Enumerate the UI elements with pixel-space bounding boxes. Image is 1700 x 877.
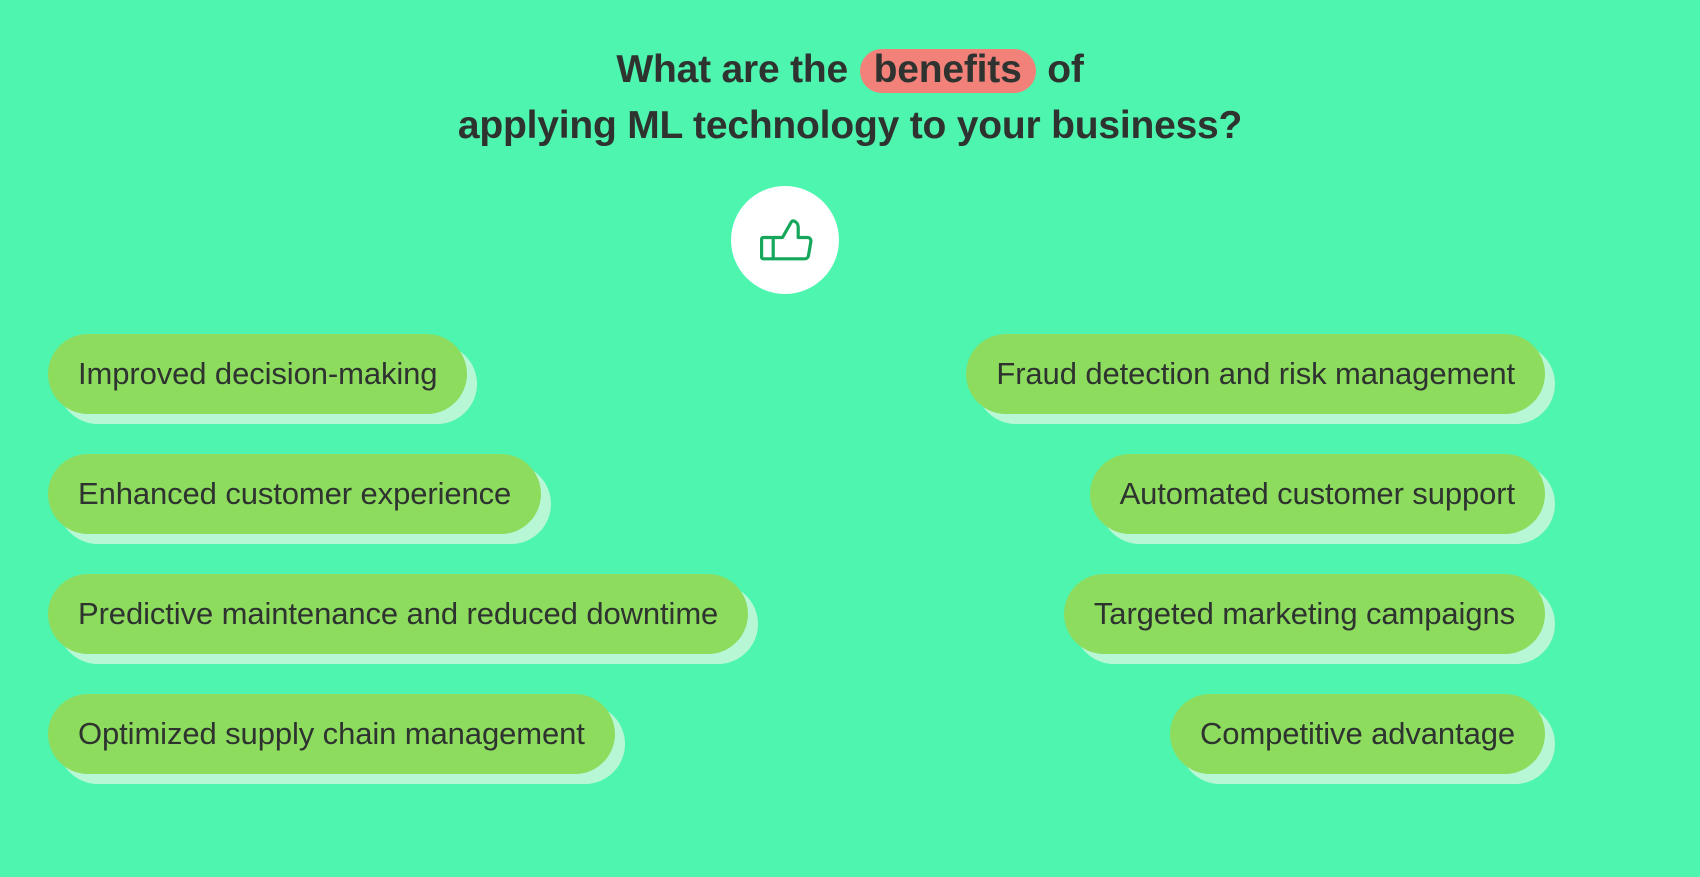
benefit-pill-wrap: Fraud detection and risk management (966, 334, 1555, 424)
title-text-before: What are the (616, 48, 859, 91)
benefits-left-col-3: Predictive maintenance and reduced downt… (48, 574, 759, 664)
benefits-left-col-1: Improved decision-making (48, 334, 478, 424)
benefit-pill-fraud-detection-and-risk-management[interactable]: Fraud detection and risk management (966, 334, 1545, 414)
title-line-2: applying ML technology to your business? (457, 104, 1243, 147)
benefit-pill-predictive-maintenance-and-reduced-downtime[interactable]: Predictive maintenance and reduced downt… (48, 574, 749, 654)
benefit-pill-wrap: Improved decision-making (48, 334, 478, 424)
benefits-row-1: Improved decision-making Fraud detection… (0, 334, 1700, 424)
thumbs-up-icon (759, 219, 813, 261)
benefit-pill-targeted-marketing-campaigns[interactable]: Targeted marketing campaigns (1063, 574, 1545, 654)
benefit-pill-optimized-supply-chain-management[interactable]: Optimized supply chain management (48, 694, 615, 774)
page-title: What are the benefits of applying ML tec… (0, 42, 1700, 154)
thumbs-up-badge (731, 186, 839, 294)
benefit-pill-competitive-advantage[interactable]: Competitive advantage (1170, 694, 1545, 774)
benefit-pill-wrap: Optimized supply chain management (48, 694, 625, 784)
benefit-pill-wrap: Enhanced customer experience (48, 454, 552, 544)
badge-circle (731, 186, 839, 294)
benefits-left-col-4: Optimized supply chain management (48, 694, 625, 784)
benefit-pill-wrap: Predictive maintenance and reduced downt… (48, 574, 759, 664)
benefits-left-col-2: Enhanced customer experience (48, 454, 552, 544)
title-highlight-benefits: benefits (859, 49, 1036, 93)
benefit-pill-enhanced-customer-experience[interactable]: Enhanced customer experience (48, 454, 542, 534)
benefit-pill-wrap: Targeted marketing campaigns (1063, 574, 1556, 664)
title-text-after: of (1036, 48, 1084, 91)
title-line-1: What are the benefits of (0, 42, 1700, 98)
benefits-right-col-2: Automated customer support (1089, 454, 1556, 544)
benefit-pill-automated-customer-support[interactable]: Automated customer support (1089, 454, 1545, 534)
benefits-right-col-4: Competitive advantage (1170, 694, 1555, 784)
benefits-right-col-3: Targeted marketing campaigns (1063, 574, 1556, 664)
benefits-right-col-1: Fraud detection and risk management (966, 334, 1555, 424)
benefit-pill-wrap: Competitive advantage (1170, 694, 1555, 784)
benefit-pill-wrap: Automated customer support (1089, 454, 1556, 544)
benefits-row-3: Predictive maintenance and reduced downt… (0, 574, 1700, 664)
benefit-pill-improved-decision-making[interactable]: Improved decision-making (48, 334, 468, 414)
benefits-row-4: Optimized supply chain management Compet… (0, 694, 1700, 784)
benefits-row-2: Enhanced customer experience Automated c… (0, 454, 1700, 544)
